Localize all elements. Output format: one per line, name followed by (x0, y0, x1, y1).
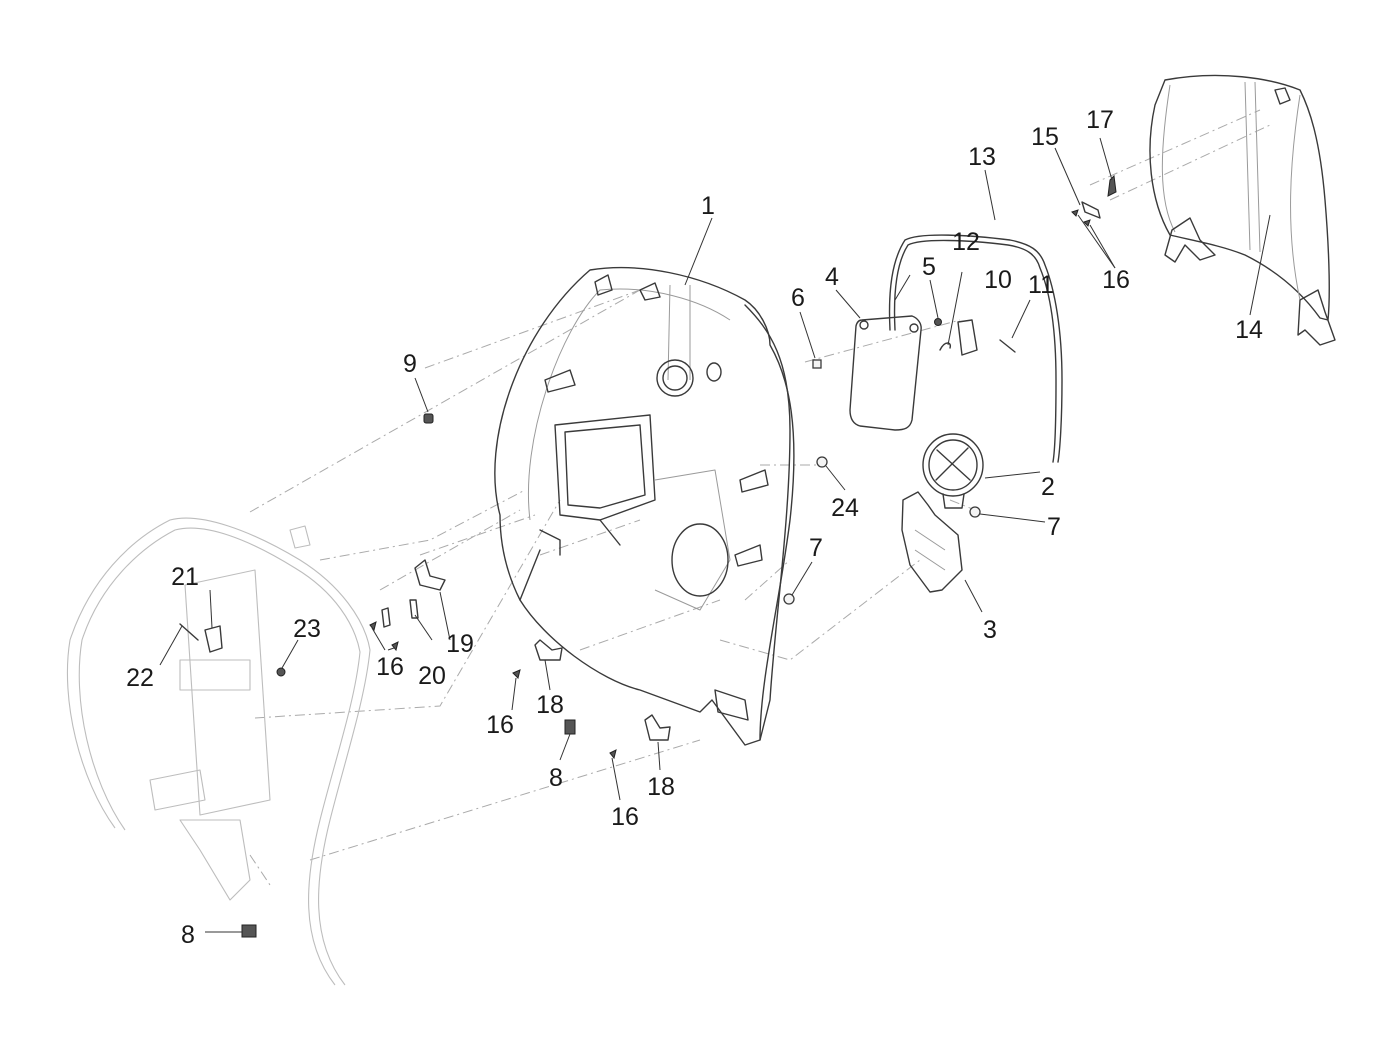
part-19-bracket (414, 559, 446, 591)
part-23-nut (276, 667, 286, 677)
callout-15: 15 (1031, 123, 1059, 151)
callout-1: 1 (701, 192, 715, 220)
part-20-clip (409, 599, 419, 619)
part-16-screw (369, 621, 377, 632)
callout-3: 3 (983, 616, 997, 644)
part-14-glovebox-door (1149, 74, 1336, 346)
part-3-latch-bracket (901, 491, 963, 593)
part-6-nut (812, 359, 822, 369)
callout-17: 17 (1086, 106, 1114, 134)
part-4-inner-panel (849, 315, 922, 431)
callout-8-lower: 8 (181, 921, 195, 949)
callout-7-left: 7 (809, 534, 823, 562)
part-11-pin (999, 339, 1016, 353)
callout-18-lower: 18 (647, 773, 675, 801)
leader-lines (159, 137, 1271, 933)
part-10-lock (957, 319, 978, 356)
part-7-bolt (969, 506, 981, 518)
callout-24: 24 (831, 494, 859, 522)
part-16-screw (609, 749, 617, 760)
part-16-screw (512, 669, 521, 679)
callout-8-center: 8 (549, 764, 563, 792)
part-16-clip (381, 607, 391, 628)
front-fairing-frame (66, 517, 371, 986)
part-18-bracket (644, 714, 671, 741)
part-18-bracket (534, 639, 563, 661)
part-8-clip (241, 924, 257, 938)
part-13-seal (888, 234, 1063, 463)
part-7-bolt (783, 593, 795, 605)
callout-16-center: 16 (486, 711, 514, 739)
part-2-vent-grille (922, 433, 984, 509)
callout-9: 9 (403, 350, 417, 378)
callout-11: 11 (1028, 271, 1054, 299)
hardware-parts (179, 174, 1117, 938)
callout-22: 22 (126, 664, 154, 692)
callout-2: 2 (1041, 473, 1055, 501)
callout-10: 10 (984, 266, 1012, 294)
assembly-axis-lines (249, 109, 1271, 886)
part-8-clip (564, 719, 576, 735)
callout-20: 20 (418, 662, 446, 690)
callout-21: 21 (171, 563, 199, 591)
part-12-spring (939, 342, 952, 351)
part-22-screw (179, 623, 199, 641)
callout-labels: 1 2 3 4 5 6 7 7 8 8 9 10 11 12 13 14 15 … (126, 106, 1263, 949)
callout-5: 5 (922, 253, 936, 281)
callout-7-right: 7 (1047, 513, 1061, 541)
callout-16-left: 16 (376, 653, 404, 681)
part-17-clip (1107, 174, 1117, 197)
part-16-screw (1083, 219, 1091, 227)
part-16-screw (391, 641, 399, 652)
callout-19: 19 (446, 630, 474, 658)
callout-16-top: 16 (1102, 266, 1130, 294)
callout-23: 23 (293, 615, 321, 643)
part-16-screw (1071, 209, 1079, 217)
part-1-leg-shield-back (494, 267, 795, 746)
callout-13: 13 (968, 143, 996, 171)
part-15-plate (1081, 201, 1101, 219)
callout-16-bottom: 16 (611, 803, 639, 831)
callout-14: 14 (1235, 316, 1263, 344)
part-21-latch (204, 625, 223, 653)
callout-12: 12 (952, 228, 980, 256)
part-9-clip (423, 413, 434, 424)
callout-18-upper: 18 (536, 691, 564, 719)
callout-4: 4 (825, 263, 839, 291)
part-24-bolt (816, 456, 828, 468)
part-5-washer (934, 318, 942, 326)
callout-6: 6 (791, 284, 805, 312)
